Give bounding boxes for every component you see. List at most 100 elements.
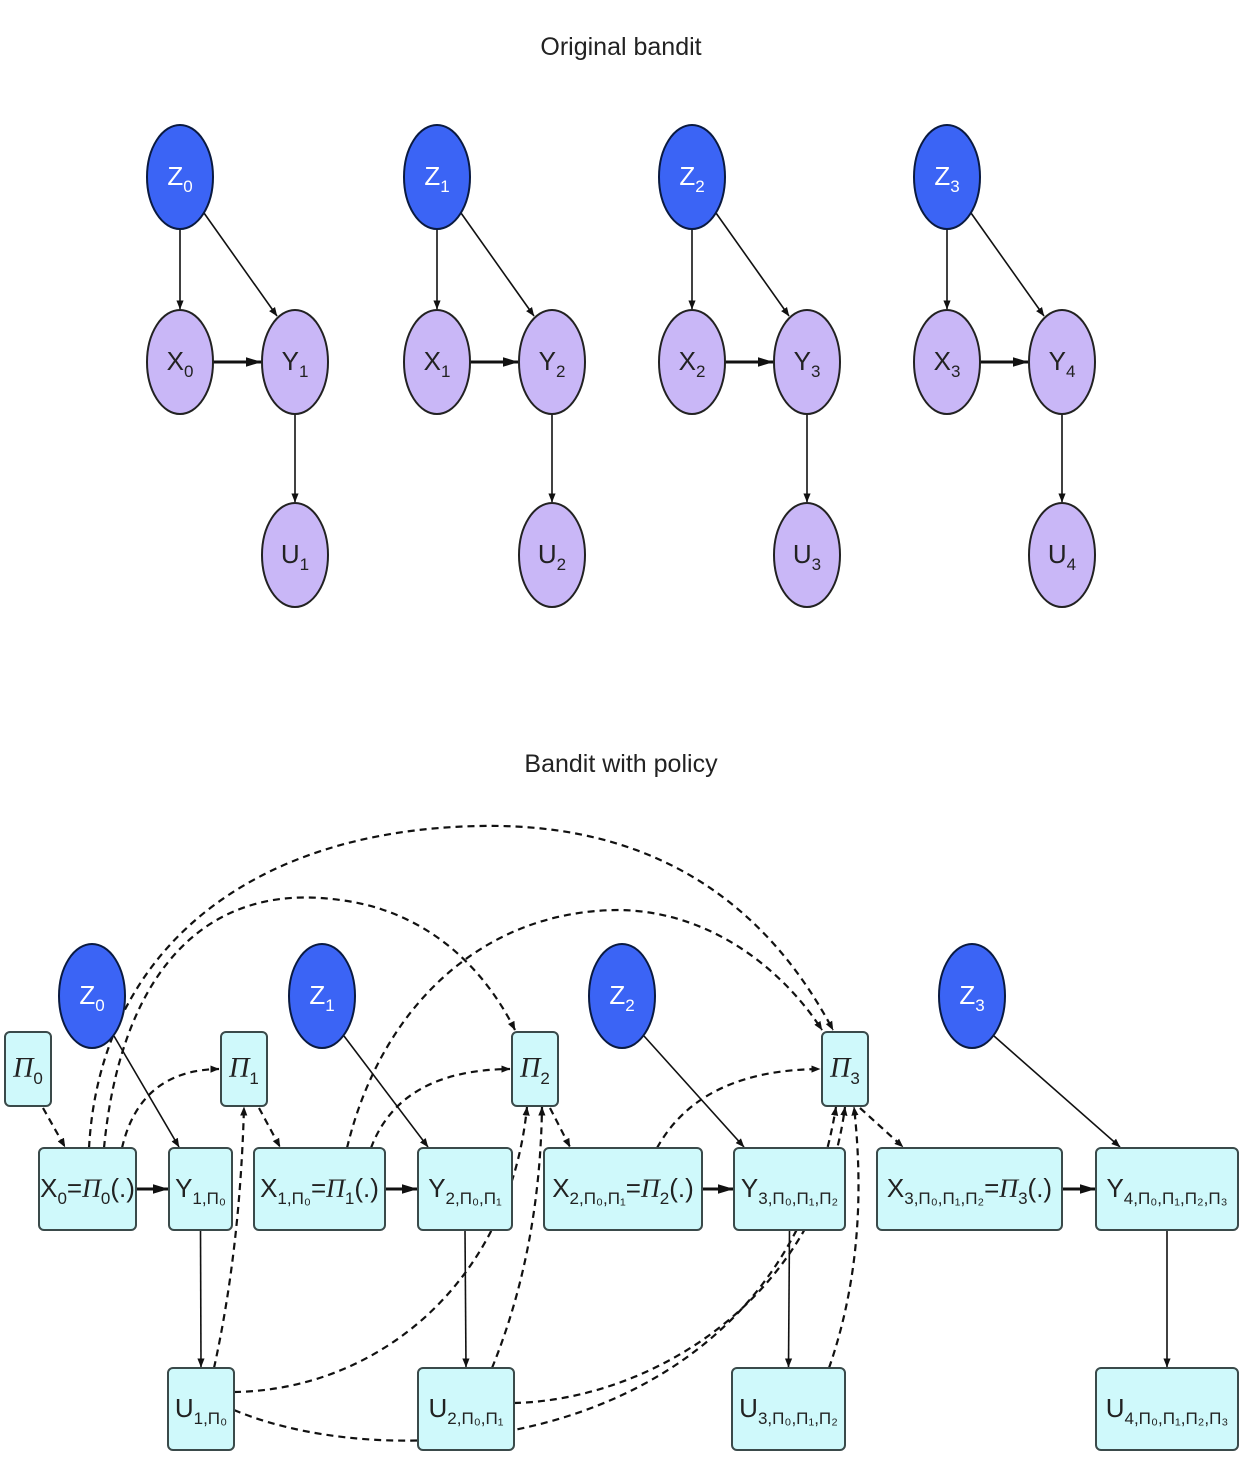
edge-u3-p3 [827,1106,860,1369]
node-label: Z0 [167,161,192,196]
edge-x0-p3 [87,824,834,1149]
node-y4: Y4,Π₀,Π₁,Π₂,Π₃ [1095,1147,1239,1231]
node-u2: U3 [773,502,841,608]
node-u3: U3,Π₀,Π₁,Π₂ [731,1367,846,1451]
node-z2: Z2 [588,943,656,1049]
node-label: U2,Π₀,Π₁ [428,1393,503,1428]
node-label: Z3 [959,980,984,1015]
node-z3: Z3 [938,943,1006,1049]
bottom-title: Bandit with policy [524,750,718,778]
node-label: Π1 [228,1053,259,1088]
node-x1: X1 [403,309,471,415]
edge-p0-x0 [42,1107,66,1148]
node-z0: Z0 [58,943,126,1049]
node-label: X1,Π₀=Π1(.) [260,1173,379,1208]
edge-x0-p1 [120,1065,220,1149]
node-u1: U1,Π₀ [167,1367,235,1451]
node-x3: X3 [913,309,981,415]
node-label: Y3 [794,346,821,381]
node-label: X1 [424,346,451,381]
bottom-edges [42,824,1171,1442]
edge-y2-u2 [462,1229,470,1368]
edge-z0-y1 [113,1035,180,1148]
node-y3: Y4 [1028,309,1096,415]
node-y2: Y3 [773,309,841,415]
node-label: U1 [281,539,309,574]
edge-z1-y2 [343,1035,429,1148]
node-p0: Π0 [4,1031,52,1107]
edge-x0-p2 [102,896,516,1149]
node-label: Y3,Π₀,Π₁,Π₂ [741,1173,838,1208]
node-u2: U2,Π₀,Π₁ [417,1367,515,1451]
node-z1: Z1 [288,943,356,1049]
edge-x1-p2 [369,1065,511,1149]
node-label: Z1 [424,161,449,196]
edge-p2-x2 [549,1107,571,1148]
node-label: Y1 [282,346,309,381]
node-label: U3,Π₀,Π₁,Π₂ [739,1393,838,1428]
node-x2: X2,Π₀,Π₁=Π2(.) [543,1147,703,1231]
top-edges [176,212,1066,503]
node-x2: X2 [658,309,726,415]
node-p2: Π2 [511,1031,559,1107]
node-label: Z2 [609,980,634,1015]
node-label: X3,Π₀,Π₁,Π₂=Π3(.) [887,1173,1052,1208]
node-label: Π2 [519,1053,550,1088]
node-y3: Y3,Π₀,Π₁,Π₂ [733,1147,846,1231]
node-label: Y1,Π₀ [175,1173,226,1208]
node-label: Z0 [79,980,104,1015]
node-label: X0=Π0(.) [40,1173,135,1208]
node-z0: Z0 [146,124,214,230]
node-y1: Y1,Π₀ [168,1147,233,1231]
edge-x1-p3 [345,908,823,1149]
edge-z-y [460,212,535,317]
edge-p3-x3 [859,1107,904,1148]
node-u4: U4,Π₀,Π₁,Π₂,Π₃ [1095,1367,1239,1451]
edge-z-y [715,212,790,317]
edge-u2-p2 [490,1106,546,1369]
node-label: U4 [1048,539,1076,574]
node-u1: U2 [518,502,586,608]
node-label: Z2 [679,161,704,196]
node-label: X2 [679,346,706,381]
node-label: U4,Π₀,Π₁,Π₂,Π₃ [1106,1393,1229,1428]
node-z1: Z1 [403,124,471,230]
edge-z-y [203,212,278,317]
node-label: X2,Π₀,Π₁=Π2(.) [552,1173,694,1208]
node-label: Z3 [934,161,959,196]
edge-y3-u3 [784,1229,793,1368]
edge-z-y [970,212,1045,317]
node-x3: X3,Π₀,Π₁,Π₂=Π3(.) [876,1147,1063,1231]
node-label: Y4 [1049,346,1076,381]
node-y1: Y2 [518,309,586,415]
node-label: X3 [934,346,961,381]
node-label: U2 [538,539,566,574]
edge-z3-y4 [993,1035,1121,1148]
node-label: Y4,Π₀,Π₁,Π₂,Π₃ [1106,1173,1227,1208]
top-title: Original bandit [540,33,701,61]
node-p3: Π3 [821,1031,869,1107]
node-label: Y2,Π₀,Π₁ [428,1173,502,1208]
node-z2: Z2 [658,124,726,230]
node-z3: Z3 [913,124,981,230]
node-label: Y2 [539,346,566,381]
node-y2: Y2,Π₀,Π₁ [417,1147,513,1231]
edge-y1-u1 [197,1229,205,1368]
edge-u1-p1 [212,1106,248,1369]
node-x0: X0=Π0(.) [38,1147,137,1231]
node-label: Z1 [309,980,334,1015]
edge-x2-p3 [656,1065,821,1149]
node-label: U3 [793,539,821,574]
node-u3: U4 [1028,502,1096,608]
node-label: Π0 [12,1053,43,1088]
node-label: U1,Π₀ [175,1393,227,1428]
edge-u1-p3 [233,1106,839,1442]
edge-p1-x1 [258,1107,281,1148]
edge-z2-y3 [643,1035,745,1148]
node-u0: U1 [261,502,329,608]
node-label: Π3 [829,1053,860,1088]
node-y0: Y1 [261,309,329,415]
